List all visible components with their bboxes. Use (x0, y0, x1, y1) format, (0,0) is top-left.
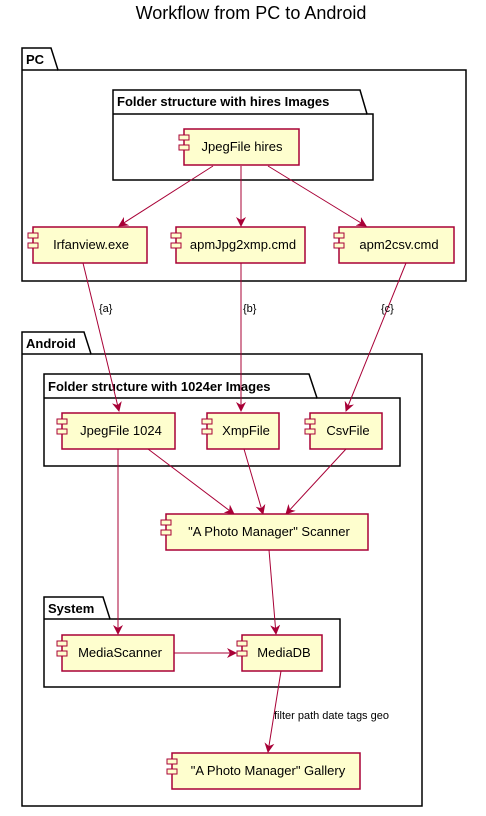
component-mediadb: MediaDB (236, 634, 323, 672)
component-jpeg-1024: JpegFile 1024 (56, 412, 176, 450)
component-csvfile: CsvFile (304, 412, 383, 450)
diagram-title: Workflow from PC to Android (136, 3, 367, 23)
edge-mediadb-to-gallery (264, 670, 282, 753)
package-hires-folder-label: Folder structure with hires Images (117, 94, 329, 109)
edge-label-c: {c} (381, 303, 394, 315)
component-apm2csv-label: apm2csv.cmd (359, 237, 438, 252)
component-jpeg-1024-label: JpegFile 1024 (80, 423, 162, 438)
edge-scanner-to-mediadb (268, 549, 281, 635)
package-system-label: System (48, 601, 94, 616)
component-apm2csv: apm2csv.cmd (333, 226, 455, 264)
component-apmjpg2xmp-label: apmJpg2xmp.cmd (190, 237, 296, 252)
edge-hires-to-apm2csv (267, 165, 367, 227)
edges (82, 165, 407, 753)
component-mediadb-label: MediaDB (257, 645, 310, 660)
component-gallery-label: "A Photo Manager" Gallery (191, 763, 346, 778)
package-android-label: Android (26, 336, 76, 351)
component-jpeg-hires: JpegFile hires (178, 128, 300, 166)
component-gallery: "A Photo Manager" Gallery (166, 752, 361, 790)
component-irfanview: Irfanview.exe (27, 226, 148, 264)
component-csvfile-label: CsvFile (326, 423, 369, 438)
edge-label-b: {b} (243, 303, 257, 315)
edge-label-filter: filter path date tags geo (274, 710, 389, 722)
edge-apm2csv-to-csvfile (344, 262, 407, 412)
edge-jpeg1024-to-scanner (147, 448, 235, 515)
component-mediascanner: MediaScanner (56, 634, 175, 672)
edge-label-a: {a} (99, 303, 113, 315)
package-pc-label: PC (26, 52, 45, 67)
component-apmjpg2xmp: apmJpg2xmp.cmd (170, 226, 306, 264)
edge-csvfile-to-scanner (285, 448, 347, 515)
edge-hires-to-irfanview (118, 165, 214, 227)
component-jpeg-hires-label: JpegFile hires (202, 139, 283, 154)
component-irfanview-label: Irfanview.exe (53, 237, 129, 252)
component-mediascanner-label: MediaScanner (78, 645, 162, 660)
component-xmpfile-label: XmpFile (222, 423, 270, 438)
edge-irfanview-to-jpeg1024 (82, 262, 122, 412)
component-scanner-label: "A Photo Manager" Scanner (188, 524, 350, 539)
edge-xmpfile-to-scanner (243, 448, 266, 515)
component-scanner: "A Photo Manager" Scanner (160, 513, 369, 551)
component-xmpfile: XmpFile (201, 412, 280, 450)
package-1024-folder-label: Folder structure with 1024er Images (48, 379, 271, 394)
